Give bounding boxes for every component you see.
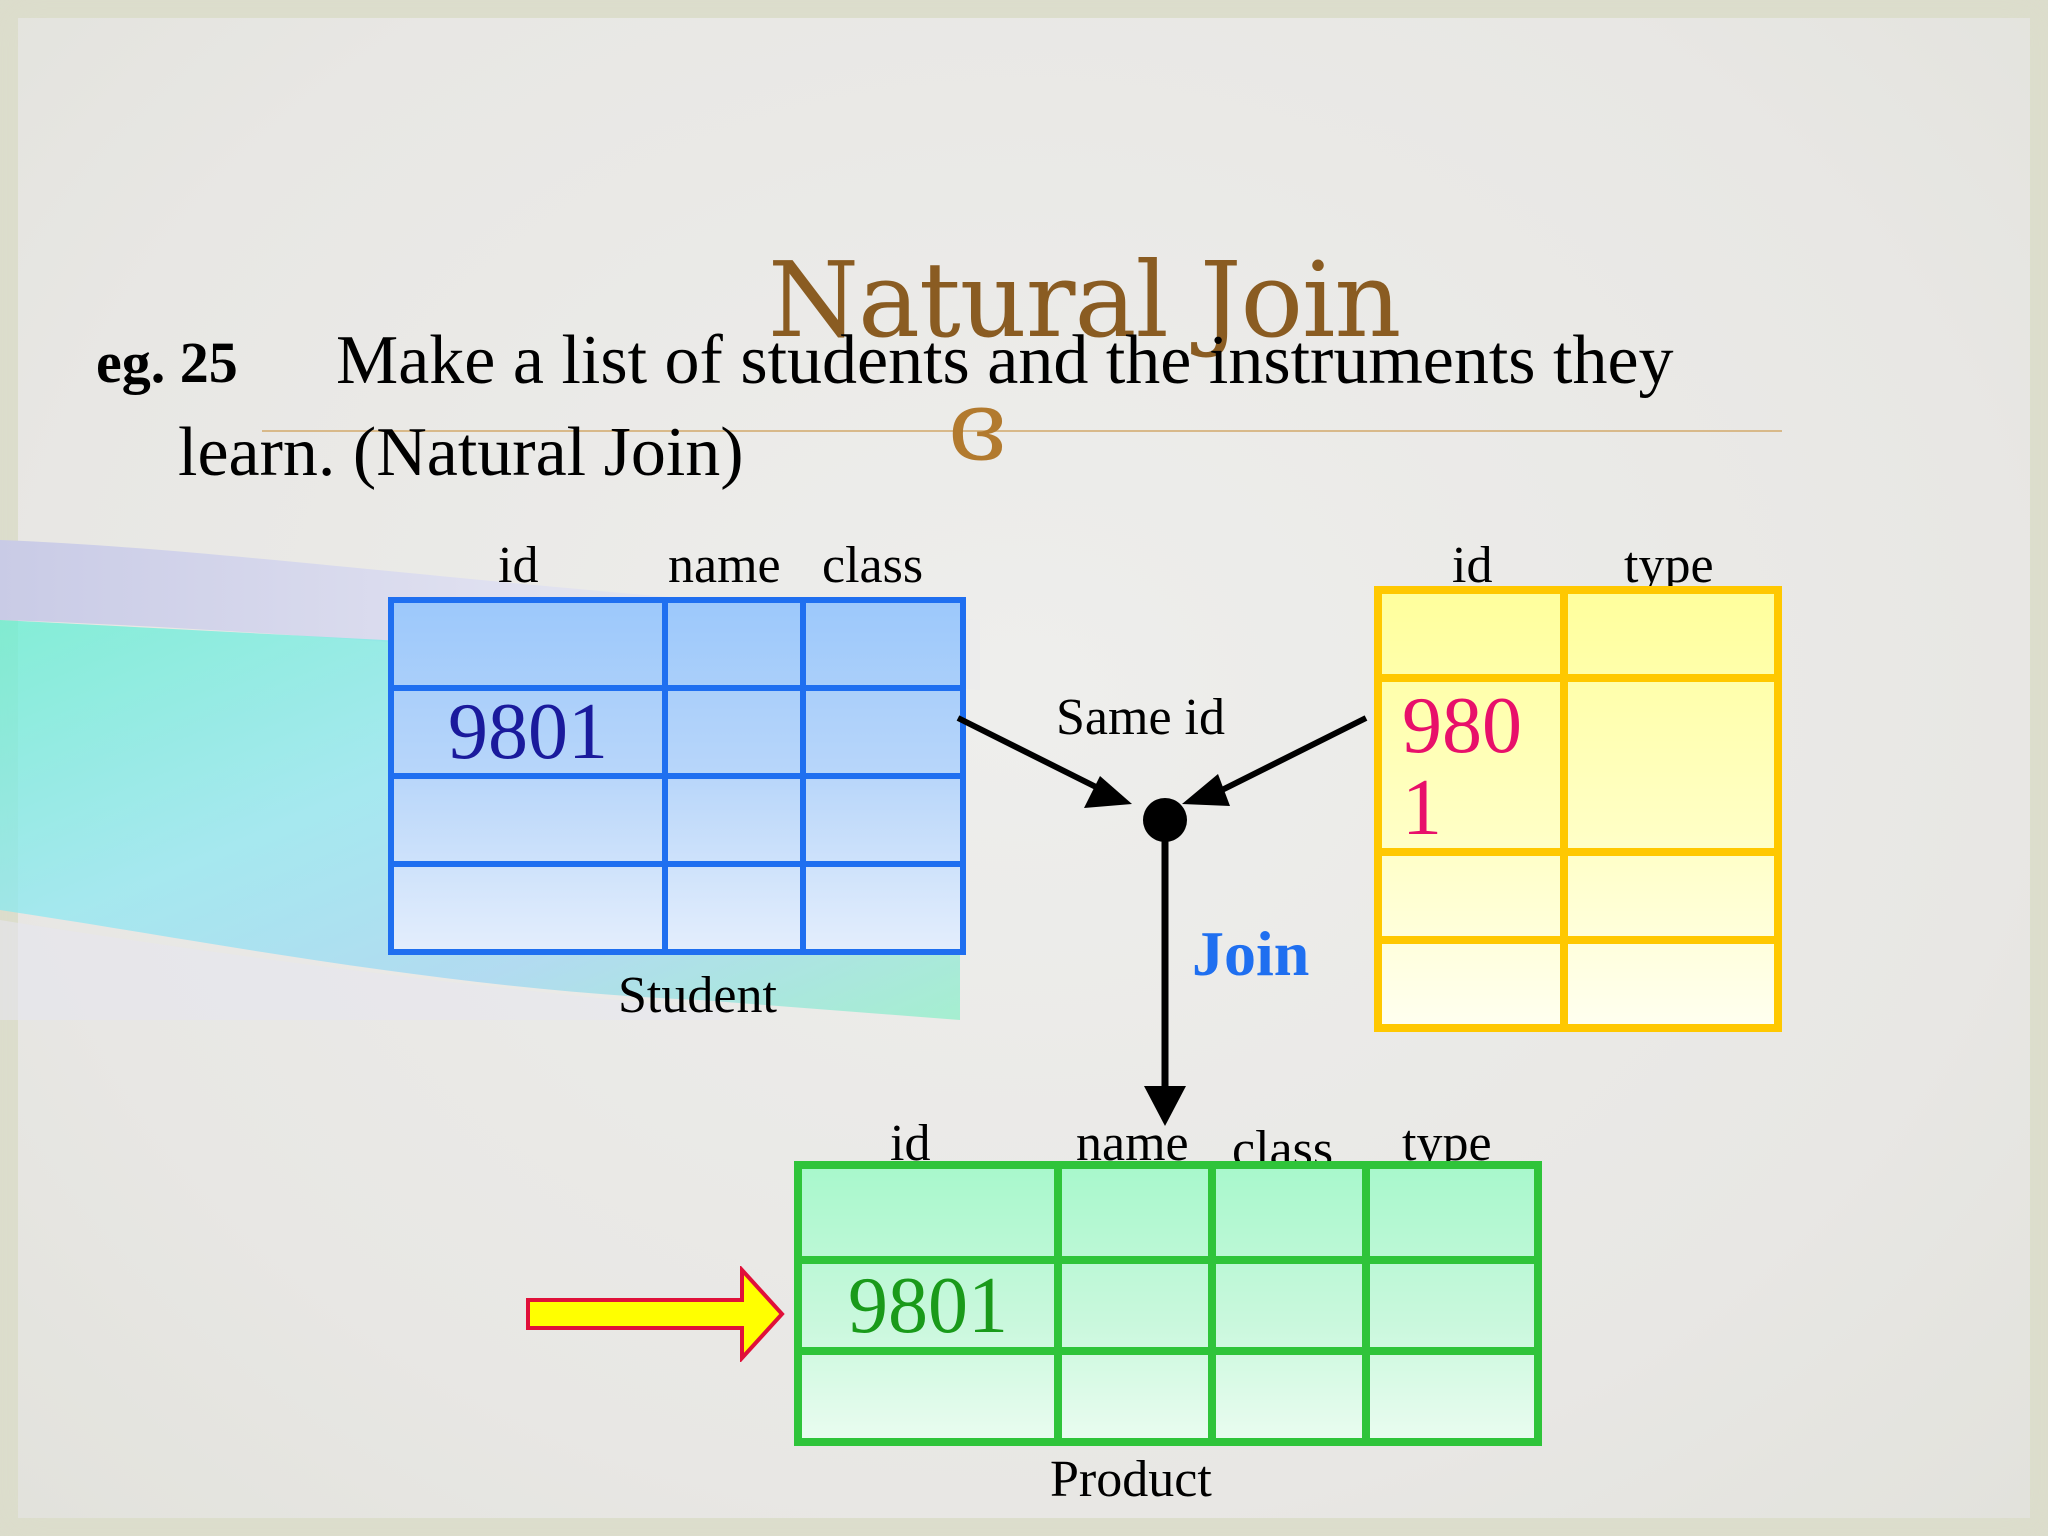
instrument-header-type: type [1624,537,1714,594]
join-operation-label: Join [1192,918,1310,989]
table-cell [1054,1160,1216,1265]
table-cell [800,597,966,691]
slide-title: Natural Join [768,239,1401,361]
table-cell [662,685,806,779]
student-id-value: 9801 [448,688,608,776]
student-table-caption: Student [618,967,777,1024]
table-cell [800,773,966,867]
title-divider [262,430,1782,432]
ornament-icon: ɞ [948,370,1007,482]
table-cell [1362,1347,1542,1446]
instrument-id-value-line2: 1 [1402,764,1442,852]
join-node [1143,798,1187,842]
table-cell: 9801 [388,685,668,779]
table-cell [1208,1160,1370,1265]
join-output-arrowhead [1144,1086,1186,1126]
table-cell: 980 1 [1374,674,1568,856]
product-id-value: 9801 [848,1261,1008,1350]
instrument-header-id: id [1452,537,1493,594]
table-cell [1362,1160,1542,1265]
table-cell [1054,1347,1216,1446]
student-connector-arrowhead [1084,776,1132,808]
instrument-connector-line [1200,715,1368,803]
product-header-type: type [1402,1115,1492,1172]
table-cell [1054,1256,1216,1356]
table-cell [388,597,668,691]
instrument-connector-arrowhead [1182,774,1230,806]
table-cell [800,685,966,779]
prompt-line-2: learn. (Natural Join) [178,414,744,491]
join-condition-label: Same id [1056,689,1225,746]
table-cell [1374,848,1568,944]
table-cell [388,861,668,955]
table-cell [1374,586,1568,682]
product-header-id: id [890,1115,931,1172]
table-cell [1362,1256,1542,1356]
example-label: eg. 25 [96,330,238,395]
student-header-name: name [668,537,781,594]
product-table: 9801 [794,1160,1542,1446]
student-header-class: class [822,537,924,594]
instrument-table: 980 1 [1374,586,1782,1032]
prompt-line-1: Make a list of students and the instrume… [336,322,1674,399]
table-cell [662,773,806,867]
table-cell [1374,936,1568,1032]
student-header-id: id [498,537,539,594]
swoosh-bottom [0,920,720,1020]
student-connector-line [956,715,1124,803]
table-cell [1560,936,1782,1032]
student-table: 9801 [388,597,966,955]
table-cell [662,861,806,955]
table-cell [1560,674,1782,856]
table-cell [794,1347,1062,1446]
table-cell [794,1160,1062,1265]
table-cell [1560,848,1782,944]
table-cell [1560,586,1782,682]
table-cell [800,861,966,955]
table-cell [1208,1256,1370,1356]
instrument-id-value-line1: 980 [1402,682,1522,770]
table-cell [662,597,806,691]
join-connector-diagram [956,715,1368,1126]
pointer-arrow-icon [526,1266,785,1362]
table-cell [1208,1347,1370,1446]
table-cell: 9801 [794,1256,1062,1356]
table-cell [388,773,668,867]
pointer-arrow-shape [526,1266,785,1362]
product-table-caption: Product [1050,1451,1212,1508]
product-header-name: name [1076,1115,1189,1172]
